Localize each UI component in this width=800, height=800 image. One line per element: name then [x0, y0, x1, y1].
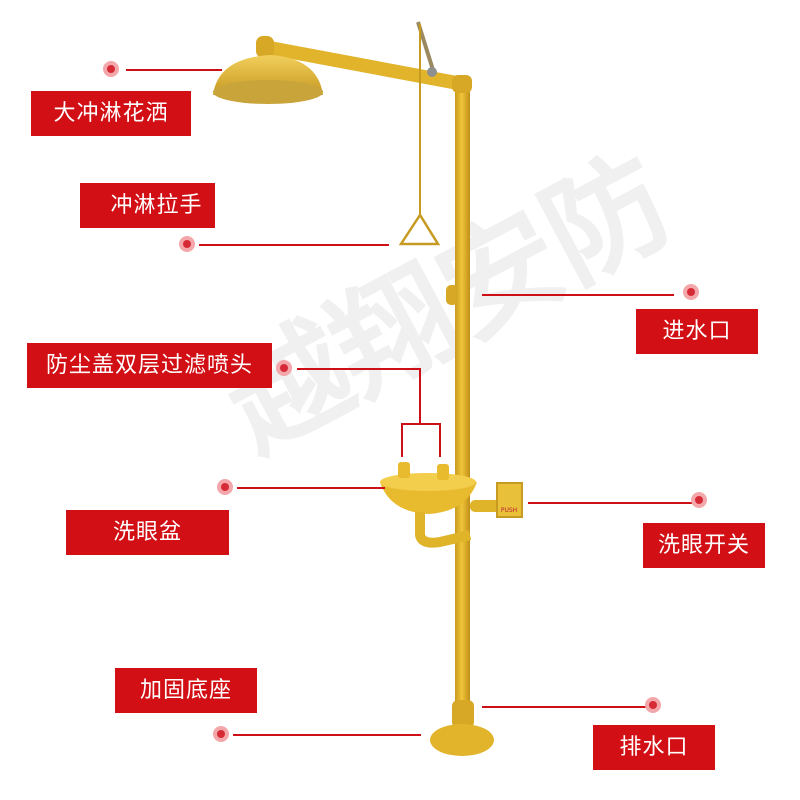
- label-drain: 排水口: [593, 725, 715, 770]
- water-inlet-leader: [482, 294, 674, 296]
- label-pull-handle: 冲淋拉手: [80, 183, 215, 228]
- eyewash-bowl-shape: [380, 482, 477, 514]
- drain-dot: [645, 697, 661, 713]
- spray-heads-dot: [276, 360, 292, 376]
- spray-heads-bracket-right: [439, 423, 441, 457]
- label-shower-head: 大冲淋花洒: [31, 91, 191, 136]
- shower-arm: [265, 40, 468, 92]
- water-inlet-dot: [683, 284, 699, 300]
- label-water-inlet: 进水口: [636, 309, 758, 354]
- pull-handle-dot: [179, 236, 195, 252]
- eyewash-bowl-leader: [237, 487, 385, 489]
- pull-handle-leader: [199, 244, 389, 246]
- spray-heads-bracket-top: [401, 423, 441, 425]
- spray-heads-leader-h: [297, 368, 421, 370]
- base-plate: [430, 724, 494, 756]
- eyewash-bowl-dot: [217, 479, 233, 495]
- label-base: 加固底座: [115, 668, 257, 713]
- push-plate: [496, 482, 523, 518]
- push-text: PUSH: [501, 507, 517, 514]
- eyewash-switch-leader: [528, 502, 692, 504]
- spray-heads-leader-v: [419, 368, 421, 424]
- drain-leader: [482, 706, 648, 708]
- label-spray-heads: 防尘盖双层过滤喷头: [27, 343, 272, 388]
- label-eyewash-bowl: 洗眼盆: [66, 510, 229, 555]
- main-pipe: [455, 85, 470, 735]
- base-leader: [233, 734, 421, 736]
- pull-handle-shape: [398, 212, 441, 246]
- label-eyewash-switch: 洗眼开关: [643, 523, 765, 568]
- shower-head-dot: [103, 61, 119, 77]
- spray-heads-bracket-left: [401, 423, 403, 457]
- shower-head-leader: [126, 69, 222, 71]
- base-dot: [213, 726, 229, 742]
- eyewash-switch-dot: [691, 492, 707, 508]
